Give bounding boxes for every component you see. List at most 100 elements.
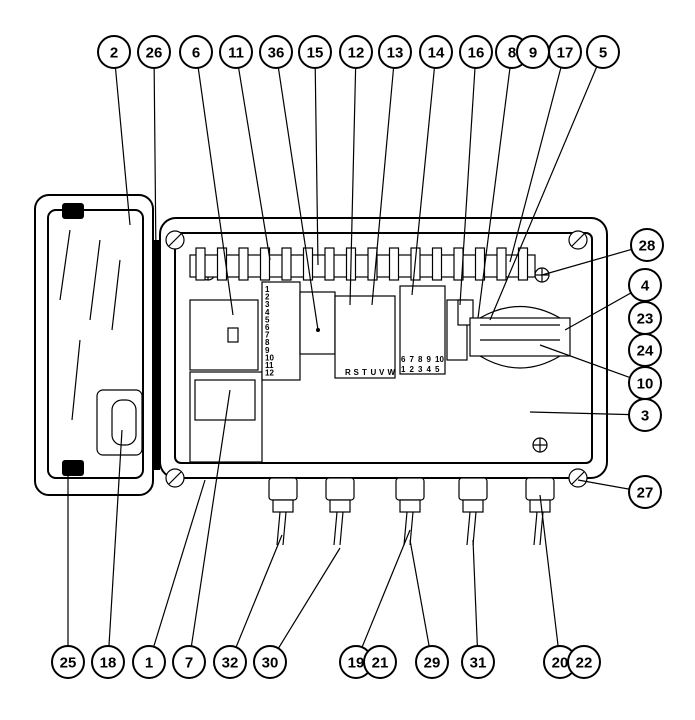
callout-number: 29 [424, 655, 441, 672]
terminal-number: 2 [265, 293, 270, 302]
callout-number: 24 [637, 343, 654, 360]
callout-3: 3 [628, 398, 662, 432]
duct-finger [496, 247, 507, 281]
callout-number: 17 [557, 45, 574, 62]
callout-12: 12 [339, 35, 373, 69]
screw-icon [568, 230, 588, 250]
terminal-letter: U [371, 368, 377, 377]
terminal-number: 3 [265, 300, 270, 309]
terminal-number: 1 [265, 285, 270, 294]
callout-circle [628, 475, 662, 509]
callout-number: 31 [470, 655, 487, 672]
cable [403, 511, 408, 546]
callout-number: 6 [192, 45, 200, 62]
leader-line [107, 429, 123, 663]
callout-14: 14 [419, 35, 453, 69]
callout-22: 22 [567, 645, 601, 679]
screw-icon [165, 468, 185, 488]
leader-line [539, 494, 561, 663]
callout-circle [567, 645, 601, 679]
callout-36: 36 [259, 35, 293, 69]
leader-line [371, 51, 396, 306]
callout-20: 20 [543, 645, 577, 679]
leader-line [235, 51, 271, 261]
transformer [469, 305, 571, 369]
screw-icon [568, 468, 588, 488]
callout-circle [179, 35, 213, 69]
callout-number: 10 [637, 376, 654, 393]
cable [339, 511, 344, 546]
terminal-number: 8 [418, 355, 423, 364]
terminal-number: 7 [410, 355, 415, 364]
callout-number: 12 [348, 45, 365, 62]
leader-line [269, 547, 341, 663]
callout-number: 15 [307, 45, 324, 62]
cable-duct [189, 254, 536, 278]
callout-1: 1 [132, 645, 166, 679]
callout-number: 18 [100, 655, 117, 672]
leader-line [459, 51, 477, 306]
duct-finger [431, 247, 443, 281]
cable-gland [268, 477, 298, 546]
terminal-number: 10 [435, 355, 444, 364]
callout-32: 32 [213, 645, 247, 679]
terminal-number: 8 [265, 338, 270, 347]
callout-circle [298, 35, 332, 69]
leader-line [229, 534, 283, 663]
callout-circle [378, 35, 412, 69]
callout-number: 23 [637, 311, 654, 328]
callout-circle [630, 228, 664, 262]
callout-26: 26 [137, 35, 171, 69]
callout-circle [548, 35, 582, 69]
callout-29: 29 [415, 645, 449, 679]
cable-gland [325, 477, 355, 546]
cable [533, 511, 538, 546]
terminal-number: 7 [265, 331, 270, 340]
callout-17: 17 [548, 35, 582, 69]
callout-number: 19 [348, 655, 365, 672]
callout-number: 28 [639, 238, 656, 255]
duct-finger [259, 247, 271, 281]
callout-circle [137, 35, 171, 69]
contactor [189, 299, 259, 371]
callout-18: 18 [91, 645, 125, 679]
callout-2: 2 [97, 35, 131, 69]
leader-line [539, 344, 646, 384]
callout-6: 6 [179, 35, 213, 69]
callout-number: 11 [228, 45, 244, 62]
terminal-number: 6 [265, 323, 270, 332]
cable-gland [525, 477, 555, 546]
terminal-number: 9 [427, 355, 432, 364]
leader-line [541, 244, 648, 276]
callout-circle [459, 35, 493, 69]
leader-line [349, 51, 357, 306]
callout-circle [259, 35, 293, 69]
duct-finger [388, 247, 400, 281]
callout-number: 36 [268, 45, 285, 62]
leader-line [275, 51, 319, 331]
cable [409, 511, 414, 546]
callout-circle [415, 645, 449, 679]
callout-number: 14 [428, 45, 445, 62]
enclosure-body [159, 217, 608, 488]
duct-finger [517, 247, 529, 281]
callout-circle [461, 645, 495, 679]
cable [276, 511, 281, 546]
leader-line [509, 51, 566, 263]
callout-number: 30 [262, 655, 279, 672]
callout-31: 31 [461, 645, 495, 679]
callout-number: 22 [576, 655, 593, 672]
duct-finger [281, 247, 292, 281]
cable-gland [395, 477, 425, 546]
terminal-number: 11 [265, 361, 274, 370]
callout-number: 26 [146, 45, 163, 62]
callout-15: 15 [298, 35, 332, 69]
callout-circle [419, 35, 453, 69]
leader-line [489, 51, 604, 321]
callout-number: 1 [145, 655, 153, 672]
